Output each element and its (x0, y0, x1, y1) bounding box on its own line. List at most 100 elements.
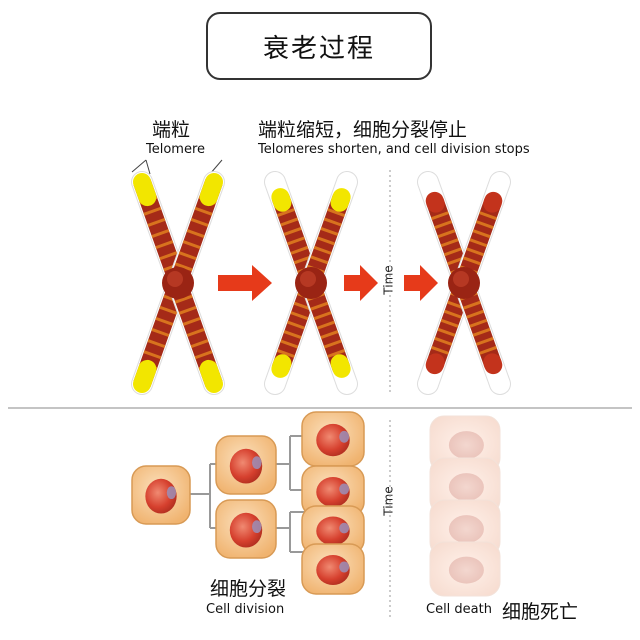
chromatid-band (151, 328, 170, 337)
chromatid-band (186, 229, 205, 238)
chromatid-band (287, 236, 305, 246)
chromatid-band (186, 328, 205, 337)
cell-organelle (251, 520, 262, 534)
chromatid-arm (131, 272, 189, 395)
chromatid-band (313, 311, 332, 321)
chromatid-end (425, 191, 445, 213)
chromatid-band (434, 336, 453, 346)
chromatid-band (147, 339, 166, 349)
chromatid-band (276, 208, 295, 217)
chromatid-band (317, 320, 335, 330)
cell-organelle (339, 522, 350, 534)
chromatid-band (155, 240, 174, 250)
cell-4 (301, 411, 365, 467)
cell-2 (215, 435, 277, 495)
telomere-cap (330, 354, 351, 378)
chromosome-3 (417, 171, 511, 395)
chromatid-band (310, 255, 329, 265)
chromatid-band (194, 206, 213, 216)
cell-organelle (251, 456, 262, 470)
dead-cell-nucleus (448, 431, 484, 460)
chromatid-band (159, 251, 178, 261)
cell-division-label-en: Cell division (206, 602, 285, 617)
chromatid-band (290, 245, 309, 255)
chromatid-band (280, 339, 299, 349)
centromere-highlight (167, 271, 183, 287)
chromatid-band (437, 229, 456, 239)
chromatid-band (479, 211, 497, 221)
chromatid-band (159, 305, 178, 315)
dead-cell-nucleus (448, 556, 484, 584)
telomere-cap (133, 359, 157, 393)
chromatid-band (280, 217, 299, 227)
chromatid-band (323, 339, 342, 349)
telomere-cap (330, 188, 351, 212)
arrow-1 (218, 265, 272, 301)
shorten-label-zh: 端粒缩短，细胞分裂停止 (258, 119, 468, 141)
chromatid-band (182, 240, 201, 250)
chromatid-band (327, 349, 346, 358)
telomere-cap (199, 359, 223, 393)
chromatid-band (431, 345, 449, 355)
chromatid-band (323, 217, 342, 227)
telomere-cap (271, 354, 292, 378)
chromatid-band (190, 339, 209, 349)
arrow-3 (404, 265, 438, 301)
chromatid-band (475, 336, 494, 346)
chromatid-end (425, 353, 445, 375)
telomere-pointer-left (131, 159, 151, 175)
arrow-2 (344, 265, 378, 301)
chromatid-band (178, 305, 197, 315)
chromatid-band (178, 251, 197, 261)
chromatid-band (440, 318, 459, 328)
dead-cell-4 (429, 541, 501, 597)
chromatid-band (290, 311, 309, 321)
centromere-highlight (300, 271, 316, 287)
chromatid-band (310, 301, 329, 311)
chromatid-band (283, 330, 302, 339)
chromatid-band (434, 220, 453, 230)
chromatid-arm (167, 171, 225, 294)
cell-death-label-en: Cell death (426, 602, 492, 617)
cell-organelle (339, 483, 350, 495)
cell-6 (301, 505, 365, 555)
chromatid-band (317, 236, 335, 246)
chromatid-band (283, 227, 302, 236)
cell-organelle (339, 561, 350, 573)
chromatid-band (174, 294, 193, 304)
chromatid-band (472, 327, 491, 337)
chromatid-band (182, 316, 201, 326)
chromatid-band (440, 238, 459, 248)
chromatid-band (190, 217, 209, 227)
chromatid-band (466, 247, 485, 257)
chromatid-band (472, 229, 491, 239)
chromatid-band (320, 227, 339, 236)
chromatid-band (194, 350, 213, 360)
shorten-label-en: Telomeres shorten, and cell division sto… (258, 142, 530, 157)
chromatid-band (155, 316, 174, 326)
chromatid-band (147, 217, 166, 227)
chromatid-band (174, 262, 193, 272)
chromatid-band (475, 220, 494, 230)
chromatid-band (462, 300, 481, 310)
chromosome-2 (264, 171, 358, 395)
chromatid-band (151, 229, 170, 238)
telomere-cap (199, 173, 223, 207)
chromatid-band (287, 320, 305, 330)
chromosome-1 (131, 171, 225, 395)
chromatid-band (466, 309, 485, 319)
cell-organelle (166, 486, 177, 500)
cell-1 (131, 465, 191, 525)
chromatid-band (437, 327, 456, 337)
dead-cell-nucleus (448, 473, 484, 502)
division-tree (188, 435, 306, 553)
cell-3 (215, 499, 277, 559)
telomere-cap (133, 173, 157, 207)
telomere-cap (271, 188, 292, 212)
telomere-label-zh: 端粒 (152, 119, 191, 141)
cell-5 (301, 465, 365, 517)
cell-division-label-zh: 细胞分裂 (210, 578, 287, 600)
telomere-label-en: Telomere (146, 142, 206, 157)
cell-death-label-zh: 细胞死亡 (502, 601, 579, 623)
chromatid-band (479, 345, 497, 355)
